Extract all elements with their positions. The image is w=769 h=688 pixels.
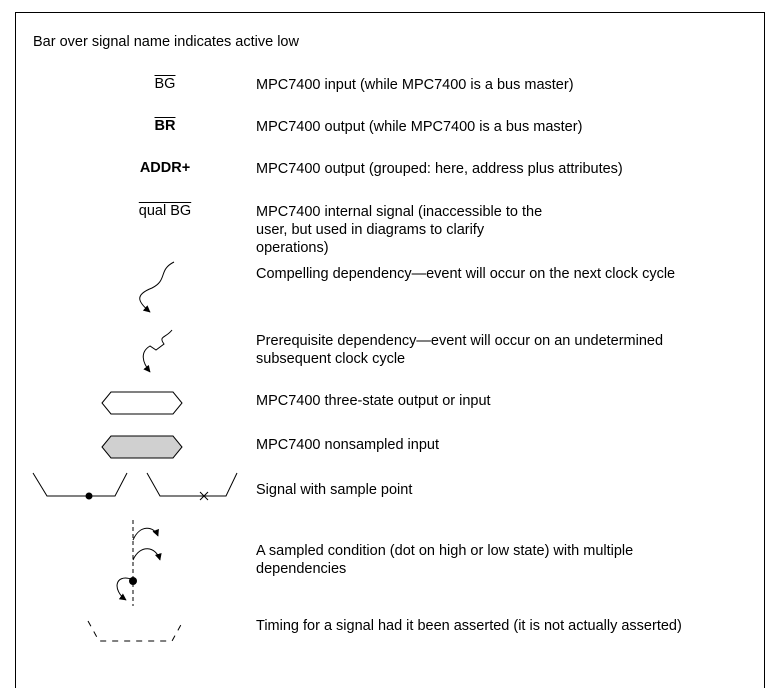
symbol-addr: ADDR+ [139,160,191,176]
desc-compelling: Compelling dependency—event will occur o… [256,266,676,282]
compelling-dependency-arrow-icon [139,261,175,313]
desc-three-state: MPC7400 three-state output or input [256,393,491,409]
desc-nonsampled: MPC7400 nonsampled input [256,437,439,453]
sample-dot [85,492,93,500]
symbol-br: BR [154,118,176,134]
desc-br: MPC7400 output (while MPC7400 is a bus m… [256,119,583,135]
sampled-condition-dependencies-icon [116,520,162,606]
unasserted-timing-dashed-icon [87,620,184,642]
symbol-qual-bg: qual BG [138,203,192,219]
desc-sampled-condition: A sampled condition (dot on high or low … [256,543,634,577]
legend-heading: Bar over signal name indicates active lo… [33,34,299,50]
desc-bg: MPC7400 input (while MPC7400 is a bus ma… [256,77,574,93]
desc-prerequisite: Prerequisite dependency—event will occur… [256,333,664,367]
desc-addr: MPC7400 output (grouped: here, address p… [256,161,623,177]
sample-point-signal-icon [32,472,238,501]
symbol-bg: BG [154,76,176,92]
desc-unasserted-timing: Timing for a signal had it been asserted… [256,618,682,634]
desc-qual-bg: MPC7400 internal signal (inaccessible to… [256,204,543,256]
prerequisite-dependency-arrow-icon [142,329,173,373]
desc-sample-point: Signal with sample point [256,482,413,498]
three-state-hexagon-icon [101,391,183,415]
legend-frame [15,12,765,688]
sample-cross [199,491,209,501]
nonsampled-hexagon-icon [101,435,183,459]
